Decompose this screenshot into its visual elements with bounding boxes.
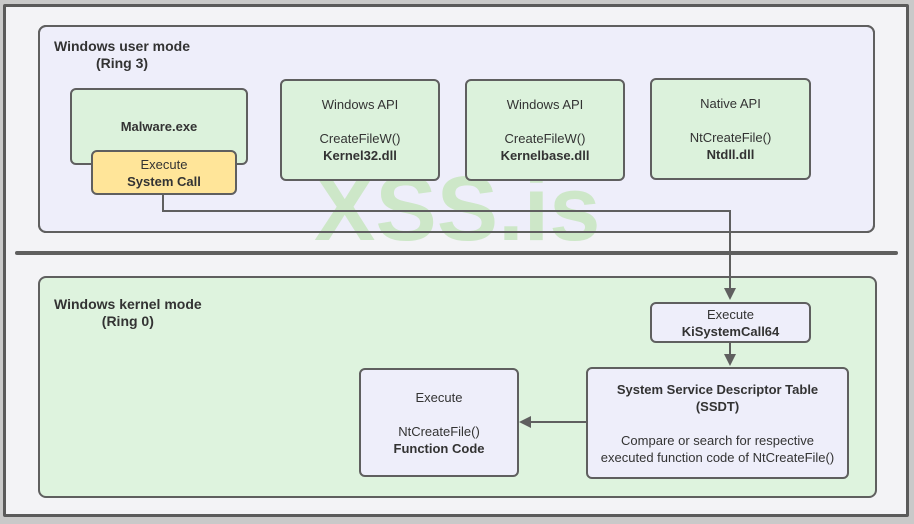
node-ssdt: System Service Descriptor Table (SSDT) C… <box>586 367 849 479</box>
node-execute-function-code-line2: NtCreateFile() <box>398 423 480 439</box>
node-windows-api-kernel32-line2: CreateFileW() <box>319 131 401 146</box>
node-execute-kisystemcall64-line2: KiSystemCall64 <box>681 323 780 339</box>
node-execute-function-code-line1: Execute <box>415 389 463 405</box>
node-execute-system-call-line2: System Call <box>127 173 201 189</box>
node-execute-system-call-line1: Execute <box>140 156 188 172</box>
node-malware-exe-title: Malware.exe <box>120 119 198 134</box>
kernel-mode-label: Windows kernel mode (Ring 0) <box>54 296 202 330</box>
node-windows-api-kernelbase-line2: CreateFileW() <box>504 131 586 146</box>
node-windows-api-kernelbase: Windows API CreateFileW() Kernelbase.dll <box>465 79 625 181</box>
node-ssdt-title-line1: System Service Descriptor Table <box>616 381 819 397</box>
node-execute-kisystemcall64: Execute KiSystemCall64 <box>650 302 811 343</box>
user-mode-label-line1: Windows user mode <box>54 38 191 54</box>
arrowhead-into-function-code <box>519 416 531 428</box>
node-execute-system-call: Execute System Call <box>91 150 237 195</box>
arrowhead-into-kisystemcall <box>724 288 736 300</box>
node-ssdt-desc-line1: Compare or search for respective <box>621 432 814 448</box>
arrowhead-into-ssdt <box>724 354 736 366</box>
edge-syscall-down-segment <box>162 194 164 211</box>
node-execute-function-code: Execute NtCreateFile() Function Code <box>359 368 519 477</box>
edge-kisystemcall-to-ssdt <box>729 343 731 355</box>
kernel-mode-label-line2: (Ring 0) <box>101 313 154 329</box>
user-mode-label-line2: (Ring 3) <box>95 55 149 71</box>
edge-syscall-horizontal-segment <box>162 210 731 212</box>
node-execute-kisystemcall64-line1: Execute <box>707 306 754 322</box>
node-native-api-ntdll-line1: Native API <box>700 96 761 111</box>
node-windows-api-kernelbase-line1: Windows API <box>506 97 584 112</box>
node-execute-function-code-line3: Function Code <box>393 440 485 456</box>
node-native-api-ntdll-line3: Ntdll.dll <box>706 147 755 162</box>
node-windows-api-kernel32: Windows API CreateFileW() Kernel32.dll <box>280 79 440 181</box>
node-windows-api-kernel32-line1: Windows API <box>321 97 399 112</box>
node-ssdt-title-line2: (SSDT) <box>695 398 740 414</box>
user-mode-label: Windows user mode (Ring 3) <box>54 38 190 72</box>
mode-divider-line <box>15 251 898 255</box>
node-native-api-ntdll: Native API NtCreateFile() Ntdll.dll <box>650 78 811 180</box>
node-windows-api-kernel32-line3: Kernel32.dll <box>323 148 397 163</box>
node-windows-api-kernelbase-line3: Kernelbase.dll <box>500 148 590 163</box>
edge-ssdt-to-function-code <box>530 421 586 423</box>
kernel-mode-label-line1: Windows kernel mode <box>54 296 202 312</box>
edge-syscall-to-kisystemcall-segment <box>729 210 731 289</box>
node-native-api-ntdll-line2: NtCreateFile() <box>689 130 772 145</box>
node-ssdt-desc-line2: executed function code of NtCreateFile() <box>600 449 835 465</box>
